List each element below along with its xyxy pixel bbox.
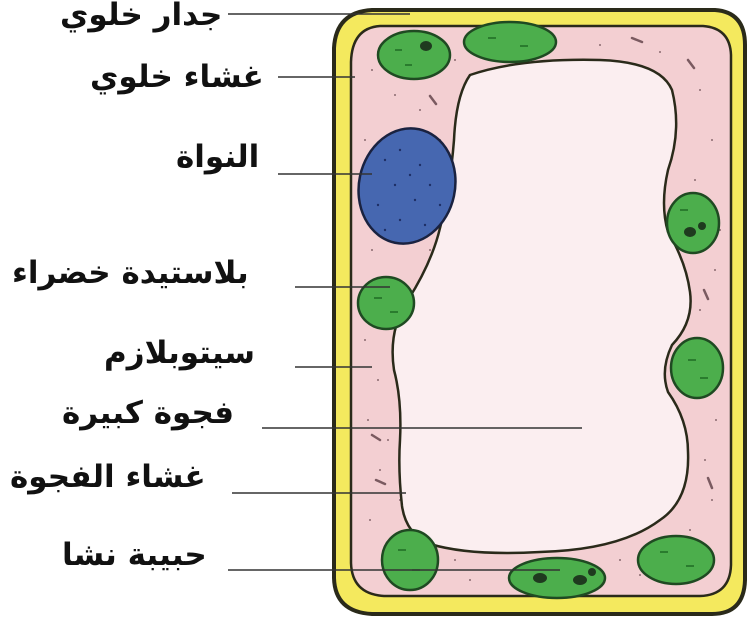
label-vacuole: فجوة كبيرة	[62, 398, 234, 429]
chloroplast-7	[509, 558, 605, 598]
chloroplast-5	[671, 338, 723, 398]
label-cytoplasm: سيتوبلازم	[104, 338, 255, 369]
chloroplast-1	[378, 31, 450, 79]
label-cell-wall: جدار خلوي	[60, 0, 222, 31]
chloroplast-4	[358, 277, 414, 329]
label-nucleus: النواة	[176, 142, 259, 173]
label-chloroplast: بلاستيدة خضراء	[12, 258, 249, 289]
chloroplast-2	[464, 22, 556, 62]
chloroplast-3	[667, 193, 719, 253]
label-cell-membrane: غشاء خلوي	[90, 62, 264, 93]
label-vacuole-membrane: غشاء الفجوة	[10, 462, 206, 493]
label-starch-grain: حبيبة نشا	[62, 540, 207, 571]
chloroplast-6	[382, 530, 438, 590]
chloroplast-8	[638, 536, 714, 584]
